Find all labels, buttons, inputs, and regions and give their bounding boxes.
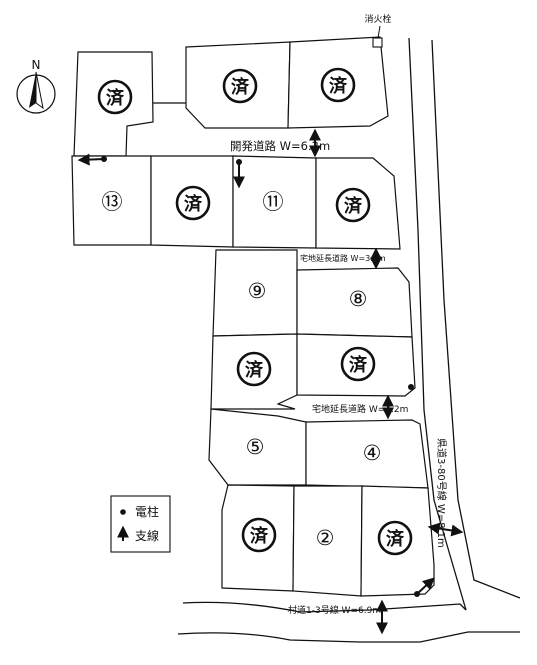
north-label: N <box>32 58 41 72</box>
sold-badge-nw: 済 <box>97 79 133 115</box>
sold-badge-7: 済 <box>236 351 272 387</box>
hydrant-label: 消火栓 <box>364 13 391 25</box>
guy-wire-1 <box>77 153 105 166</box>
pole-3 <box>408 384 414 390</box>
sold-badge-6: 済 <box>340 346 376 382</box>
pref-road-width-arrow <box>427 522 464 537</box>
lot-8 <box>296 267 413 338</box>
sold-badge-12-text: 済 <box>184 193 203 215</box>
lot-11-number: ⑪ <box>263 190 284 214</box>
village-road-edge-top <box>182 601 467 613</box>
sold-badge-1: 済 <box>377 520 413 556</box>
lot-4 <box>305 419 429 489</box>
pref-road-edge-inner <box>408 37 467 611</box>
lot-5-number: ⑤ <box>246 435 265 459</box>
legend-pole-icon <box>120 509 126 515</box>
sold-badge-10-text: 済 <box>344 195 363 217</box>
village-road-edge-bottom <box>177 631 520 643</box>
legend-guy-label: 支線 <box>135 528 159 543</box>
sold-badge-n3: 済 <box>320 67 356 103</box>
legend-pole-label: 電柱 <box>135 504 159 519</box>
sold-badge-nw-text: 済 <box>106 87 125 109</box>
hydrant-leader <box>377 25 381 39</box>
ext-road-mid-label: 宅地延長道路 W=4.2m <box>312 403 408 415</box>
sold-badge-n2-text: 済 <box>231 76 250 98</box>
sold-badge-n2: 済 <box>222 68 258 104</box>
lot-2-number: ② <box>316 526 335 550</box>
sold-badge-n3-text: 済 <box>329 75 348 97</box>
lot-9-number: ⑨ <box>248 279 267 303</box>
sold-badge-6-text: 済 <box>349 354 368 376</box>
lot-13-number: ⑬ <box>102 190 123 214</box>
hydrant-marker <box>372 37 383 48</box>
sold-badge-12: 済 <box>175 185 211 221</box>
lot-8-number: ⑧ <box>349 287 368 311</box>
legend: 電柱 支線 <box>110 495 171 553</box>
sold-badge-7-text: 済 <box>245 359 264 381</box>
sold-badge-1-text: 済 <box>386 528 405 550</box>
ext-road-top-label: 宅地延長道路 W=3.5m <box>300 253 386 263</box>
pref-road-label: 県道3-80号線 W=8.1m <box>435 438 448 548</box>
guy-wire-4 <box>416 577 435 595</box>
north-arrow-icon: N <box>16 58 56 114</box>
pref-road-edge-outer <box>431 39 521 599</box>
sold-badge-10: 済 <box>335 187 371 223</box>
village-road-label: 村道1-3号線 W=6.9m <box>288 604 381 616</box>
sold-badge-3-text: 済 <box>250 525 269 547</box>
sold-badge-3: 済 <box>241 517 277 553</box>
dev-road-label: 開発道路 W=6.2m <box>230 139 330 153</box>
lot-4-number: ④ <box>363 441 382 465</box>
